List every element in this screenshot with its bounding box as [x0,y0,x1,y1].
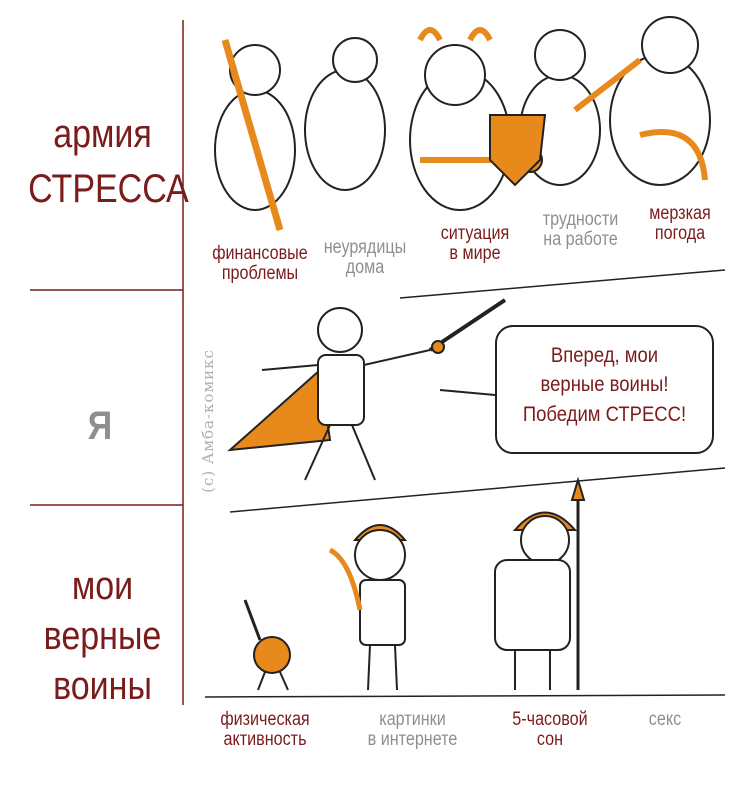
hero-figure [227,298,507,481]
section-label-stress-army-line2: СТРЕССА [28,167,189,211]
speech-line: верные воины! [540,373,669,397]
ally-figures [243,476,586,691]
ally-label: секс [648,709,682,730]
section-label-me: Я [87,404,113,448]
section-label-stress-army-line1: армия [53,112,152,156]
section-label-warriors-line2: верные [43,614,162,658]
grid-lines [30,20,184,705]
divider-right-2 [229,467,726,513]
stress-army-figures [214,16,711,231]
speech-bubble: Вперед, мои верные воины! Победим СТРЕСС… [495,325,714,454]
speech-line: Вперед, мои [550,344,659,367]
section-label-warriors-line3: воины [53,664,152,708]
watermark: (c) Амба-комикс [199,349,217,493]
ground-line [204,694,726,698]
section-label-warriors-line1: мои [71,564,134,608]
speech-line: Победим СТРЕСС! [522,402,687,426]
divider-right-1 [399,269,726,299]
